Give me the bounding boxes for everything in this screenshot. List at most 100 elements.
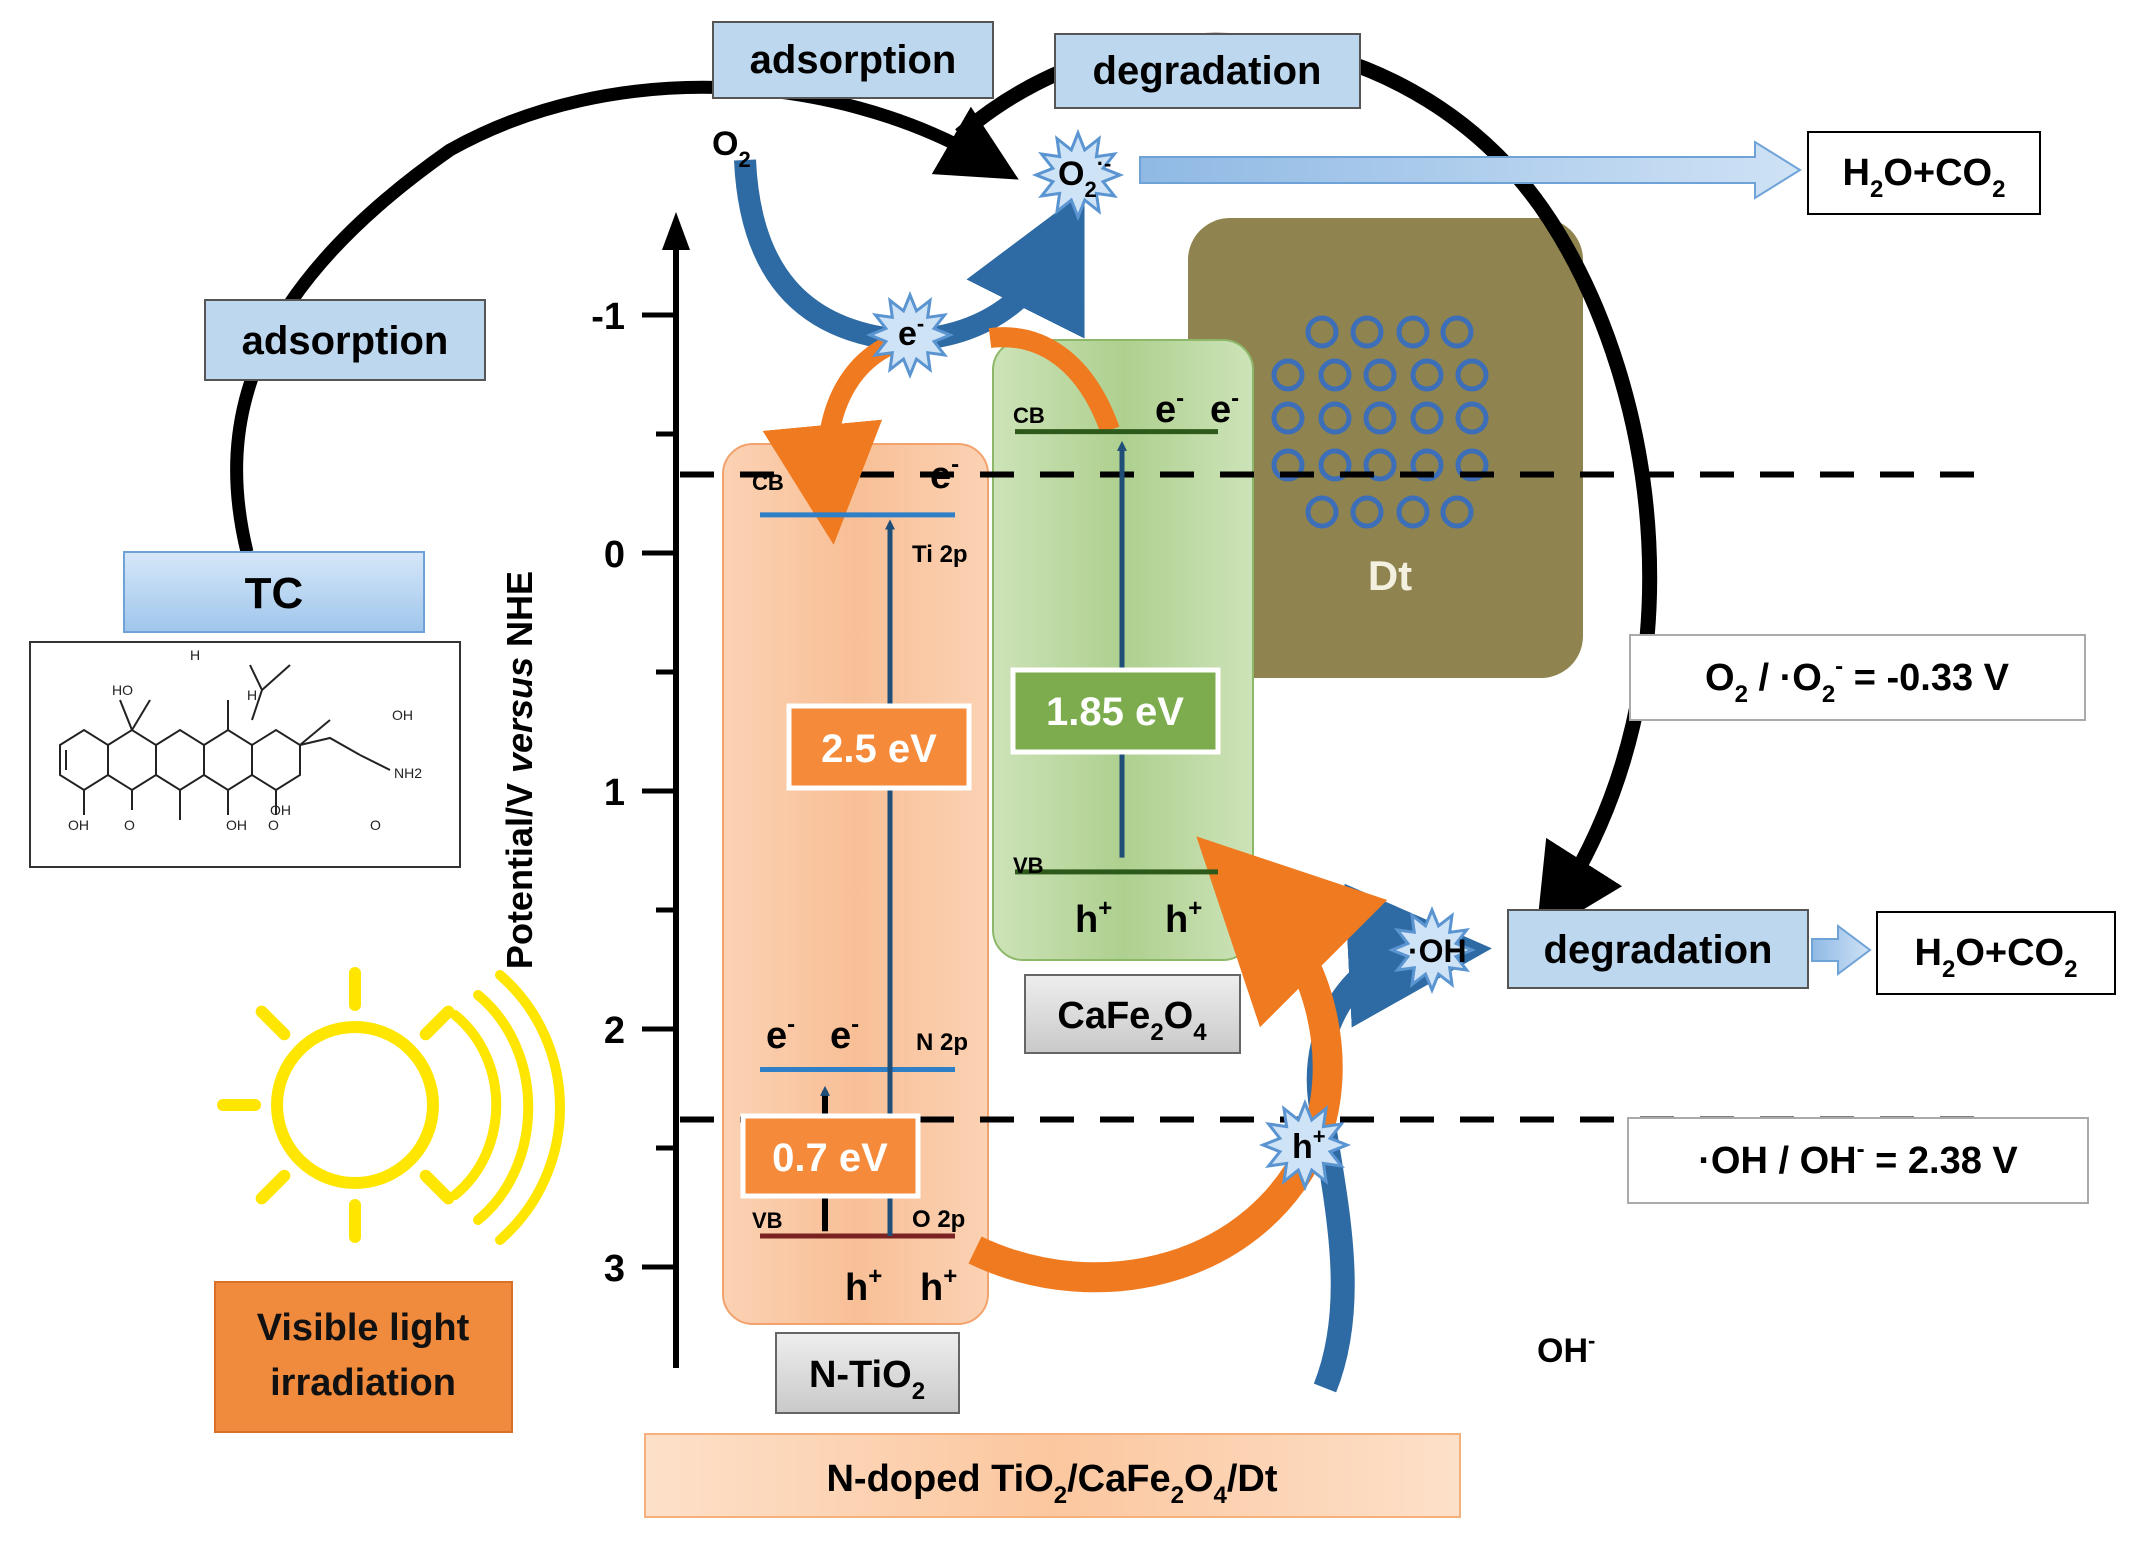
dt-pore xyxy=(1350,315,1384,349)
dt-pore xyxy=(1305,315,1339,349)
dt-pore xyxy=(1455,358,1489,392)
degradation-right-label: degradation xyxy=(1544,928,1773,972)
o2-potential-label: O2 / ·O2- = -0.33 V xyxy=(1705,653,2010,708)
tc-molecule xyxy=(59,664,391,820)
cafe2o4-name-box xyxy=(1024,974,1241,1054)
product-top-label: H2O+CO2 xyxy=(1843,152,2006,203)
hole-cafe2o4-2: h+ xyxy=(1165,895,1202,941)
degradation-right-box xyxy=(1507,909,1809,989)
to-product-arrow-right xyxy=(1811,924,1872,976)
y-axis-label: Potential/V versus NHE xyxy=(499,571,540,969)
product-right-label: H2O+CO2 xyxy=(1915,932,2078,983)
gap-value-ntio2: 2.5 eV xyxy=(821,727,937,771)
oh-potential-box xyxy=(1627,1117,2089,1204)
hole-ntio2-2: h+ xyxy=(920,1263,957,1309)
dt-label: Dt xyxy=(1368,552,1412,599)
oh-potential-label: ·OH / OH- = 2.38 V xyxy=(1698,1136,2018,1182)
adsorption-left-label: adsorption xyxy=(242,319,449,363)
hole-starburst xyxy=(1258,1098,1352,1192)
hydroxide-label: OH- xyxy=(1537,1328,1595,1370)
dt-pore xyxy=(1396,315,1430,349)
sun-icon xyxy=(217,967,565,1245)
dt-pore xyxy=(1305,495,1339,529)
svg-text:OH: OH xyxy=(270,802,291,818)
dt-pore xyxy=(1410,401,1444,435)
tc-atom-labels: HO H H OH NH2 OH O OH O O OH xyxy=(68,647,422,833)
carriers: e- e- e- e- e- h+ h+ h+ h+ xyxy=(766,385,1239,1309)
dt-pore xyxy=(1271,401,1305,435)
dt-pore xyxy=(1455,448,1489,482)
y-axis-tick-label: 1 xyxy=(604,772,625,814)
o2-potential-box xyxy=(1629,634,2086,721)
gap-box-ntio2 xyxy=(786,703,972,791)
svg-text:HO: HO xyxy=(112,682,133,698)
dt-pores xyxy=(1271,315,1489,529)
dt-box xyxy=(1188,218,1583,678)
o2p-label: O 2p xyxy=(912,1206,965,1233)
o2-label: O2 xyxy=(712,125,751,172)
sun-ray xyxy=(255,1005,291,1041)
svg-text:O: O xyxy=(370,817,381,833)
ntio2-name: N-TiO2 xyxy=(809,1354,925,1405)
ntio2-vb-label: VB xyxy=(752,1208,783,1233)
n2p-label: N 2p xyxy=(916,1029,968,1056)
sun-ray xyxy=(419,1169,455,1205)
adsorption-top-box xyxy=(712,21,994,99)
hole-ntio2-1: h+ xyxy=(845,1263,882,1309)
dt-pore xyxy=(1396,495,1430,529)
dt-pore xyxy=(1363,358,1397,392)
dt-pore xyxy=(1350,495,1384,529)
tc-structure-box xyxy=(29,641,461,868)
gap-box-cafe2o4 xyxy=(1010,667,1221,755)
tc-adsorption-arrow xyxy=(230,80,1019,554)
to-product-arrow-top xyxy=(1139,140,1802,200)
gap-box-n-level xyxy=(740,1113,921,1199)
y-axis-tick-label: 2 xyxy=(604,1010,625,1052)
tc-label: TC xyxy=(245,569,304,618)
electron-n2p-2: e- xyxy=(830,1011,859,1057)
svg-text:NH2: NH2 xyxy=(394,765,422,781)
cafe2o4-cb-label: CB xyxy=(1013,403,1045,428)
hydroxyl-starburst xyxy=(1388,906,1476,994)
ntio2-name-box xyxy=(775,1332,960,1414)
dt-pore xyxy=(1271,448,1305,482)
visible-light-box xyxy=(214,1281,513,1433)
degradation-top-box xyxy=(1054,33,1361,109)
electron-transfer-arrow-b xyxy=(988,327,1120,434)
electron-n2p-1: e- xyxy=(766,1011,795,1057)
electron-cafe2o4-2: e- xyxy=(1210,385,1239,431)
cafe2o4-name: CaFe2O4 xyxy=(1057,995,1207,1046)
dt-pore xyxy=(1455,401,1489,435)
adsorption-top-label: adsorption xyxy=(750,38,957,82)
composite-box xyxy=(644,1433,1461,1518)
y-axis-tick-label: -1 xyxy=(591,296,625,338)
sun-ray xyxy=(255,1169,291,1205)
electron-starburst xyxy=(866,291,954,379)
dt-pore xyxy=(1410,448,1444,482)
superoxide-label: O2·- xyxy=(1058,151,1111,202)
adsorption-left-box xyxy=(204,299,486,381)
dt-pore xyxy=(1318,401,1352,435)
hole-cafe2o4-1: h+ xyxy=(1075,895,1112,941)
y-axis-tick-label: 3 xyxy=(604,1248,625,1290)
tc-box xyxy=(123,551,425,633)
svg-text:OH: OH xyxy=(226,817,247,833)
visible-light-line1: Visible light xyxy=(257,1307,470,1349)
ntio2-cb-label: CB xyxy=(752,470,784,495)
electron-ntio2-cb: e- xyxy=(930,451,959,497)
y-axis-tick-label: 0 xyxy=(604,534,625,576)
dt-pore xyxy=(1410,358,1444,392)
y-axis-ticks: -1 0 1 2 3 xyxy=(591,296,676,1290)
dt-pore xyxy=(1318,358,1352,392)
product-box-right xyxy=(1876,911,2116,995)
product-box-top xyxy=(1807,131,2041,215)
electron-cafe2o4-1: e- xyxy=(1155,385,1184,431)
dt-pore xyxy=(1363,401,1397,435)
dt-pore xyxy=(1363,448,1397,482)
electron-star-label: e- xyxy=(898,311,924,353)
hydroxyl-radical-label: ·OH xyxy=(1408,933,1467,969)
visible-light-line2: irradiation xyxy=(270,1362,456,1404)
cafe2o4-vb-label: VB xyxy=(1013,853,1044,878)
